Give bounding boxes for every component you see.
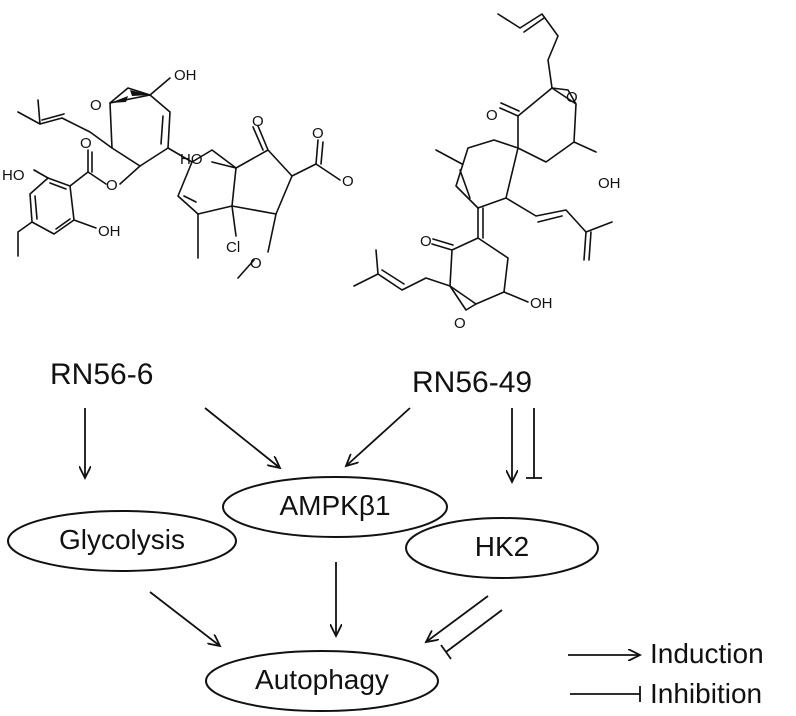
atom-label: OH (174, 67, 197, 84)
diene-branch-double (588, 231, 592, 261)
methoxy-bond (267, 213, 277, 253)
ring-bond (109, 94, 171, 167)
wedge (130, 90, 150, 96)
ester-bond (119, 165, 141, 185)
prenyl-methyl (37, 99, 41, 125)
ho-bond (33, 169, 49, 179)
atom-label: Cl (226, 239, 240, 256)
prenyl-double-2 (381, 269, 405, 285)
compound-label-rn56-49: RN56-49 (412, 366, 533, 399)
node-glycolysis-ellipse (7, 510, 237, 572)
arrow-rn56-49-to-ampk (346, 407, 411, 466)
oh-bond-3 (211, 161, 237, 169)
arrow-rn56-6-to-ampk (204, 407, 280, 468)
node-hk2-ellipse (405, 517, 599, 579)
ester-double (320, 141, 324, 165)
ketone (499, 107, 519, 117)
prenyl-bond (17, 111, 113, 149)
node-hk2-label: HK2 (474, 531, 530, 562)
atom-label: O (486, 107, 498, 124)
prenyl-bond (497, 13, 559, 89)
structure-rn56-6: OH O O O HO O O O HO OH Cl O (2, 67, 354, 279)
pathway-arrows (85, 407, 640, 702)
ester-bond-3 (291, 139, 319, 177)
node-autophagy-ellipse (205, 650, 439, 712)
ester-bond-2 (69, 171, 107, 187)
spiro-ring (455, 139, 519, 209)
atom-label: O (252, 113, 264, 130)
oh-bond (573, 141, 597, 153)
atom-label: O (566, 89, 578, 106)
atom-label: O (250, 255, 262, 272)
cl-bond (231, 205, 237, 237)
ester-o (315, 163, 341, 181)
atom-label: O (342, 173, 354, 190)
atom-label: O (454, 315, 466, 332)
diene-branch (583, 231, 587, 261)
linker-bond (167, 147, 193, 163)
ring-bottom (449, 237, 509, 305)
atom-label: HO (180, 151, 203, 168)
bicyclic-double (183, 195, 197, 203)
oh-bond-2 (503, 291, 529, 303)
inhibition-hk2-autophagy (445, 609, 503, 653)
atom-label: OH (98, 223, 121, 240)
methoxy-bond-2 (237, 259, 255, 279)
atom-label: O (106, 177, 118, 194)
prenyl-bond-2 (353, 273, 451, 291)
aromatic-inner-3 (49, 182, 67, 190)
methyl (435, 149, 463, 165)
legend-induction-label: Induction (650, 638, 764, 669)
node-glycolysis-label: Glycolysis (58, 524, 185, 555)
ring-double (459, 169, 471, 199)
atom-label: OH (530, 295, 553, 312)
atom-label: OH (598, 175, 621, 192)
oh-bond (149, 77, 171, 96)
atom-label: O (80, 135, 92, 152)
oh-bond-2 (73, 219, 97, 229)
diene-double (537, 215, 563, 223)
compound-label-rn56-6: RN56-6 (50, 358, 154, 391)
methyl-bond (17, 221, 33, 257)
arrow-hk2-to-autophagy (426, 595, 489, 642)
ketone-2-double (432, 238, 454, 246)
prenyl-methyl-2 (375, 249, 379, 275)
ketone-double (500, 102, 520, 112)
atom-label: O (420, 233, 432, 250)
diene-chain (505, 197, 613, 233)
aromatic-inner-2 (55, 218, 71, 230)
epoxide-bond (109, 87, 151, 104)
structure-rn56-49: O O OH O OH O (353, 13, 621, 332)
wedge (110, 96, 128, 103)
aromatic-inner (34, 195, 38, 220)
epoxide-2 (449, 285, 477, 311)
atom-label: HO (2, 167, 25, 184)
arrow-glycolysis-to-autophagy (149, 591, 220, 646)
inhibition-bar-2 (440, 644, 452, 660)
epoxide (551, 87, 577, 105)
prenyl-double (523, 17, 545, 33)
node-ampk-ellipse (222, 476, 448, 538)
node-ampk-label: AMPKβ1 (279, 490, 391, 521)
ketone-double (252, 126, 264, 151)
prenyl-double (41, 113, 65, 121)
ketone-bond (257, 125, 269, 151)
legend-inhibition-label: Inhibition (650, 678, 763, 709)
atom-label: O (312, 125, 324, 142)
bicyclic-ring-2 (231, 149, 293, 215)
double-bond (160, 115, 164, 145)
ketone-2 (431, 243, 453, 251)
node-autophagy-label: Autophagy (255, 664, 389, 695)
atom-label: O (90, 97, 102, 114)
